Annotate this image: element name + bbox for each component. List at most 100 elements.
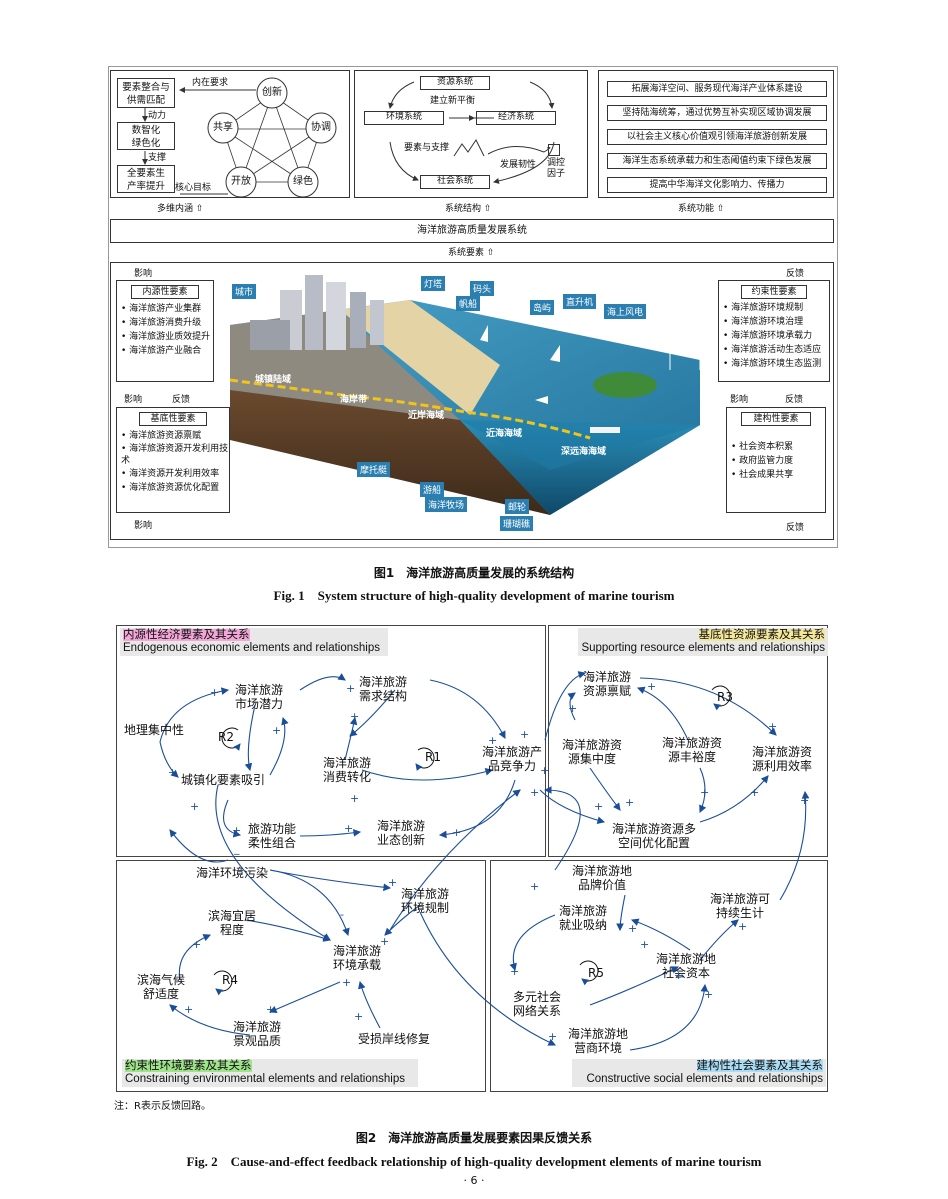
- polarity-sign: +: [210, 686, 220, 699]
- scene-label-cruise-boat: 游船: [420, 482, 445, 497]
- base-item: • 海洋旅游资源开发利用技术: [121, 444, 229, 466]
- loop-r3: R3: [717, 690, 733, 704]
- node-demand-structure: 海洋旅游 需求结构: [358, 675, 407, 703]
- left-box-1: 要素整合与供需匹配: [117, 78, 175, 108]
- polarity-sign: +: [628, 922, 638, 935]
- core-item-coordination: 协调: [311, 122, 331, 133]
- coastal-scene-illustration: [230, 275, 701, 515]
- node-social-network: 多元社会 网络关系: [512, 990, 561, 1018]
- arrow-label-inner-req: 内在要求: [192, 78, 229, 88]
- q2-title-en: Supporting resource elements and relatio…: [581, 642, 825, 654]
- node-business-environment: 海洋旅游地 营商环境: [567, 1027, 628, 1055]
- polarity-sign: +: [380, 935, 390, 948]
- node-function-combination: 旅游功能 柔性组合: [247, 822, 296, 850]
- node-consumption: 海洋旅游 消费转化: [322, 756, 371, 784]
- influence-top-left: 影响: [134, 269, 153, 279]
- connotation-label: 多维内涵 ⇧: [157, 204, 204, 214]
- endogenous-title: 内源性要素: [131, 285, 199, 299]
- polarity-sign: +: [350, 792, 360, 805]
- q4-title-en: Constructive social elements and relatio…: [586, 1073, 823, 1085]
- node-employment: 海洋旅游 就业吸纳: [558, 904, 607, 932]
- q4-title: 建构性社会要素及其关系 Constructive social elements…: [572, 1059, 826, 1087]
- polarity-sign: -: [340, 908, 344, 921]
- constructive-item: • 社会成果共享: [731, 470, 794, 480]
- fig1-caption-cn: 图1 海洋旅游高质量发展的系统结构: [373, 566, 575, 580]
- constraint-item: • 海洋旅游环境生态监测: [723, 359, 822, 369]
- polarity-sign: +: [750, 786, 760, 799]
- system-elements-label: 系统要素 ⇧: [448, 248, 495, 258]
- zone-deep-sea: 深远海海域: [561, 447, 607, 457]
- resource-system: 资源系统: [420, 76, 490, 90]
- polarity-sign: +: [346, 682, 356, 695]
- polarity-sign: +: [704, 988, 714, 1001]
- zone-urban-land: 城镇陆域: [255, 375, 292, 385]
- polarity-sign: +: [232, 824, 242, 837]
- quadrant-base: [548, 625, 828, 857]
- feedback-mid-left: 反馈: [172, 395, 191, 405]
- arrow-label-core-goal: 核心目标: [175, 183, 212, 193]
- polarity-sign: +: [568, 702, 578, 715]
- q1-title-en: Endogenous economic elements and relatio…: [123, 642, 380, 654]
- core-item-share: 共享: [213, 122, 233, 133]
- constraint-item: • 海洋旅游环境承载力: [723, 331, 813, 341]
- scene-label-cruise-ship: 邮轮: [505, 499, 530, 514]
- polarity-sign: +: [184, 1003, 194, 1016]
- control-label: 调控因子: [547, 158, 566, 179]
- polarity-sign: +: [520, 728, 530, 741]
- node-urbanization: 城镇化要素吸引: [180, 773, 265, 787]
- support-label: 要素与支撑: [404, 143, 450, 153]
- polarity-sign: +: [594, 800, 604, 813]
- endogenous-item: • 海洋旅游产业集群: [121, 304, 202, 314]
- node-resource-utilization: 海洋旅游资 源利用效率: [751, 745, 812, 773]
- node-sustainable-livelihood: 海洋旅游可 持续生计: [709, 892, 770, 920]
- new-balance-label: 建立新平衡: [430, 96, 476, 106]
- node-market-potential: 海洋旅游 市场潜力: [234, 683, 283, 711]
- influence-mid-right: 影响: [730, 395, 749, 405]
- node-environment-regulation: 海洋旅游 环境规制: [400, 887, 449, 915]
- polarity-sign: +: [266, 1003, 276, 1016]
- node-coastal-livability: 滨海宜居 程度: [207, 909, 256, 937]
- fig1-caption-en: Fig. 1 System structure of high-quality …: [273, 588, 675, 603]
- q4-title-cn: 建构性社会要素及其关系: [696, 1060, 823, 1072]
- zone-nearshore: 近岸海域: [408, 411, 445, 421]
- function-4: 海洋生态系统承载力和生态阈值约束下绿色发展: [607, 153, 827, 169]
- feedback-mid-right: 反馈: [785, 395, 804, 405]
- zone-coastal-belt: 海岸带: [340, 395, 368, 405]
- loop-r4: R4: [222, 973, 238, 987]
- core-item-innovation: 创新: [262, 87, 282, 98]
- fig2-note: 注：R表示反馈回路。: [114, 1101, 211, 1112]
- arrow-label-power: 动力: [148, 111, 167, 121]
- function-3: 以社会主义核心价值观引领海洋旅游创新发展: [607, 129, 827, 145]
- scene-label-city: 城市: [232, 284, 257, 299]
- function-5: 提高中华海洋文化影响力、传播力: [607, 177, 827, 193]
- quadrant-endogenous: [116, 625, 546, 857]
- polarity-sign: +: [530, 880, 540, 893]
- feedback-top-right: 反馈: [786, 269, 805, 279]
- polarity-sign: +: [342, 976, 352, 989]
- scene-label-lighthouse: 灯塔: [421, 276, 446, 291]
- polarity-sign: +: [700, 786, 710, 799]
- core-item-open: 开放: [231, 176, 251, 187]
- feedback-bottom-right: 反馈: [786, 523, 805, 533]
- base-item: • 海洋旅游资源禀赋: [121, 431, 202, 441]
- scene-label-marine-ranch: 海洋牧场: [425, 497, 468, 512]
- polarity-sign: +: [510, 965, 520, 978]
- node-climate-comfort: 滨海气候 舒适度: [136, 973, 185, 1001]
- influence-bottom-left: 影响: [134, 521, 153, 531]
- polarity-sign: +: [738, 920, 748, 933]
- node-format-innovation: 海洋旅游 业态创新: [376, 819, 425, 847]
- influence-mid-left: 影响: [124, 395, 143, 405]
- constructive-title: 建构性要素: [741, 412, 811, 426]
- society-system: 社会系统: [420, 175, 490, 189]
- q3-title: 约束性环境要素及其关系 Constraining environmental e…: [122, 1059, 418, 1087]
- polarity-sign: +: [488, 734, 498, 747]
- endogenous-item: • 海洋旅游消费升级: [121, 318, 202, 328]
- scene-label-coral-reef: 珊瑚礁: [500, 516, 534, 531]
- figure-1: [108, 66, 838, 548]
- node-shoreline-repair: 受损岸线修复: [357, 1032, 430, 1046]
- q1-title-cn: 内源性经济要素及其关系: [123, 629, 250, 641]
- left-box-2: 数智化绿色化: [117, 122, 175, 150]
- q3-title-cn: 约束性环境要素及其关系: [125, 1060, 252, 1072]
- zone-offshore: 近海海域: [486, 429, 523, 439]
